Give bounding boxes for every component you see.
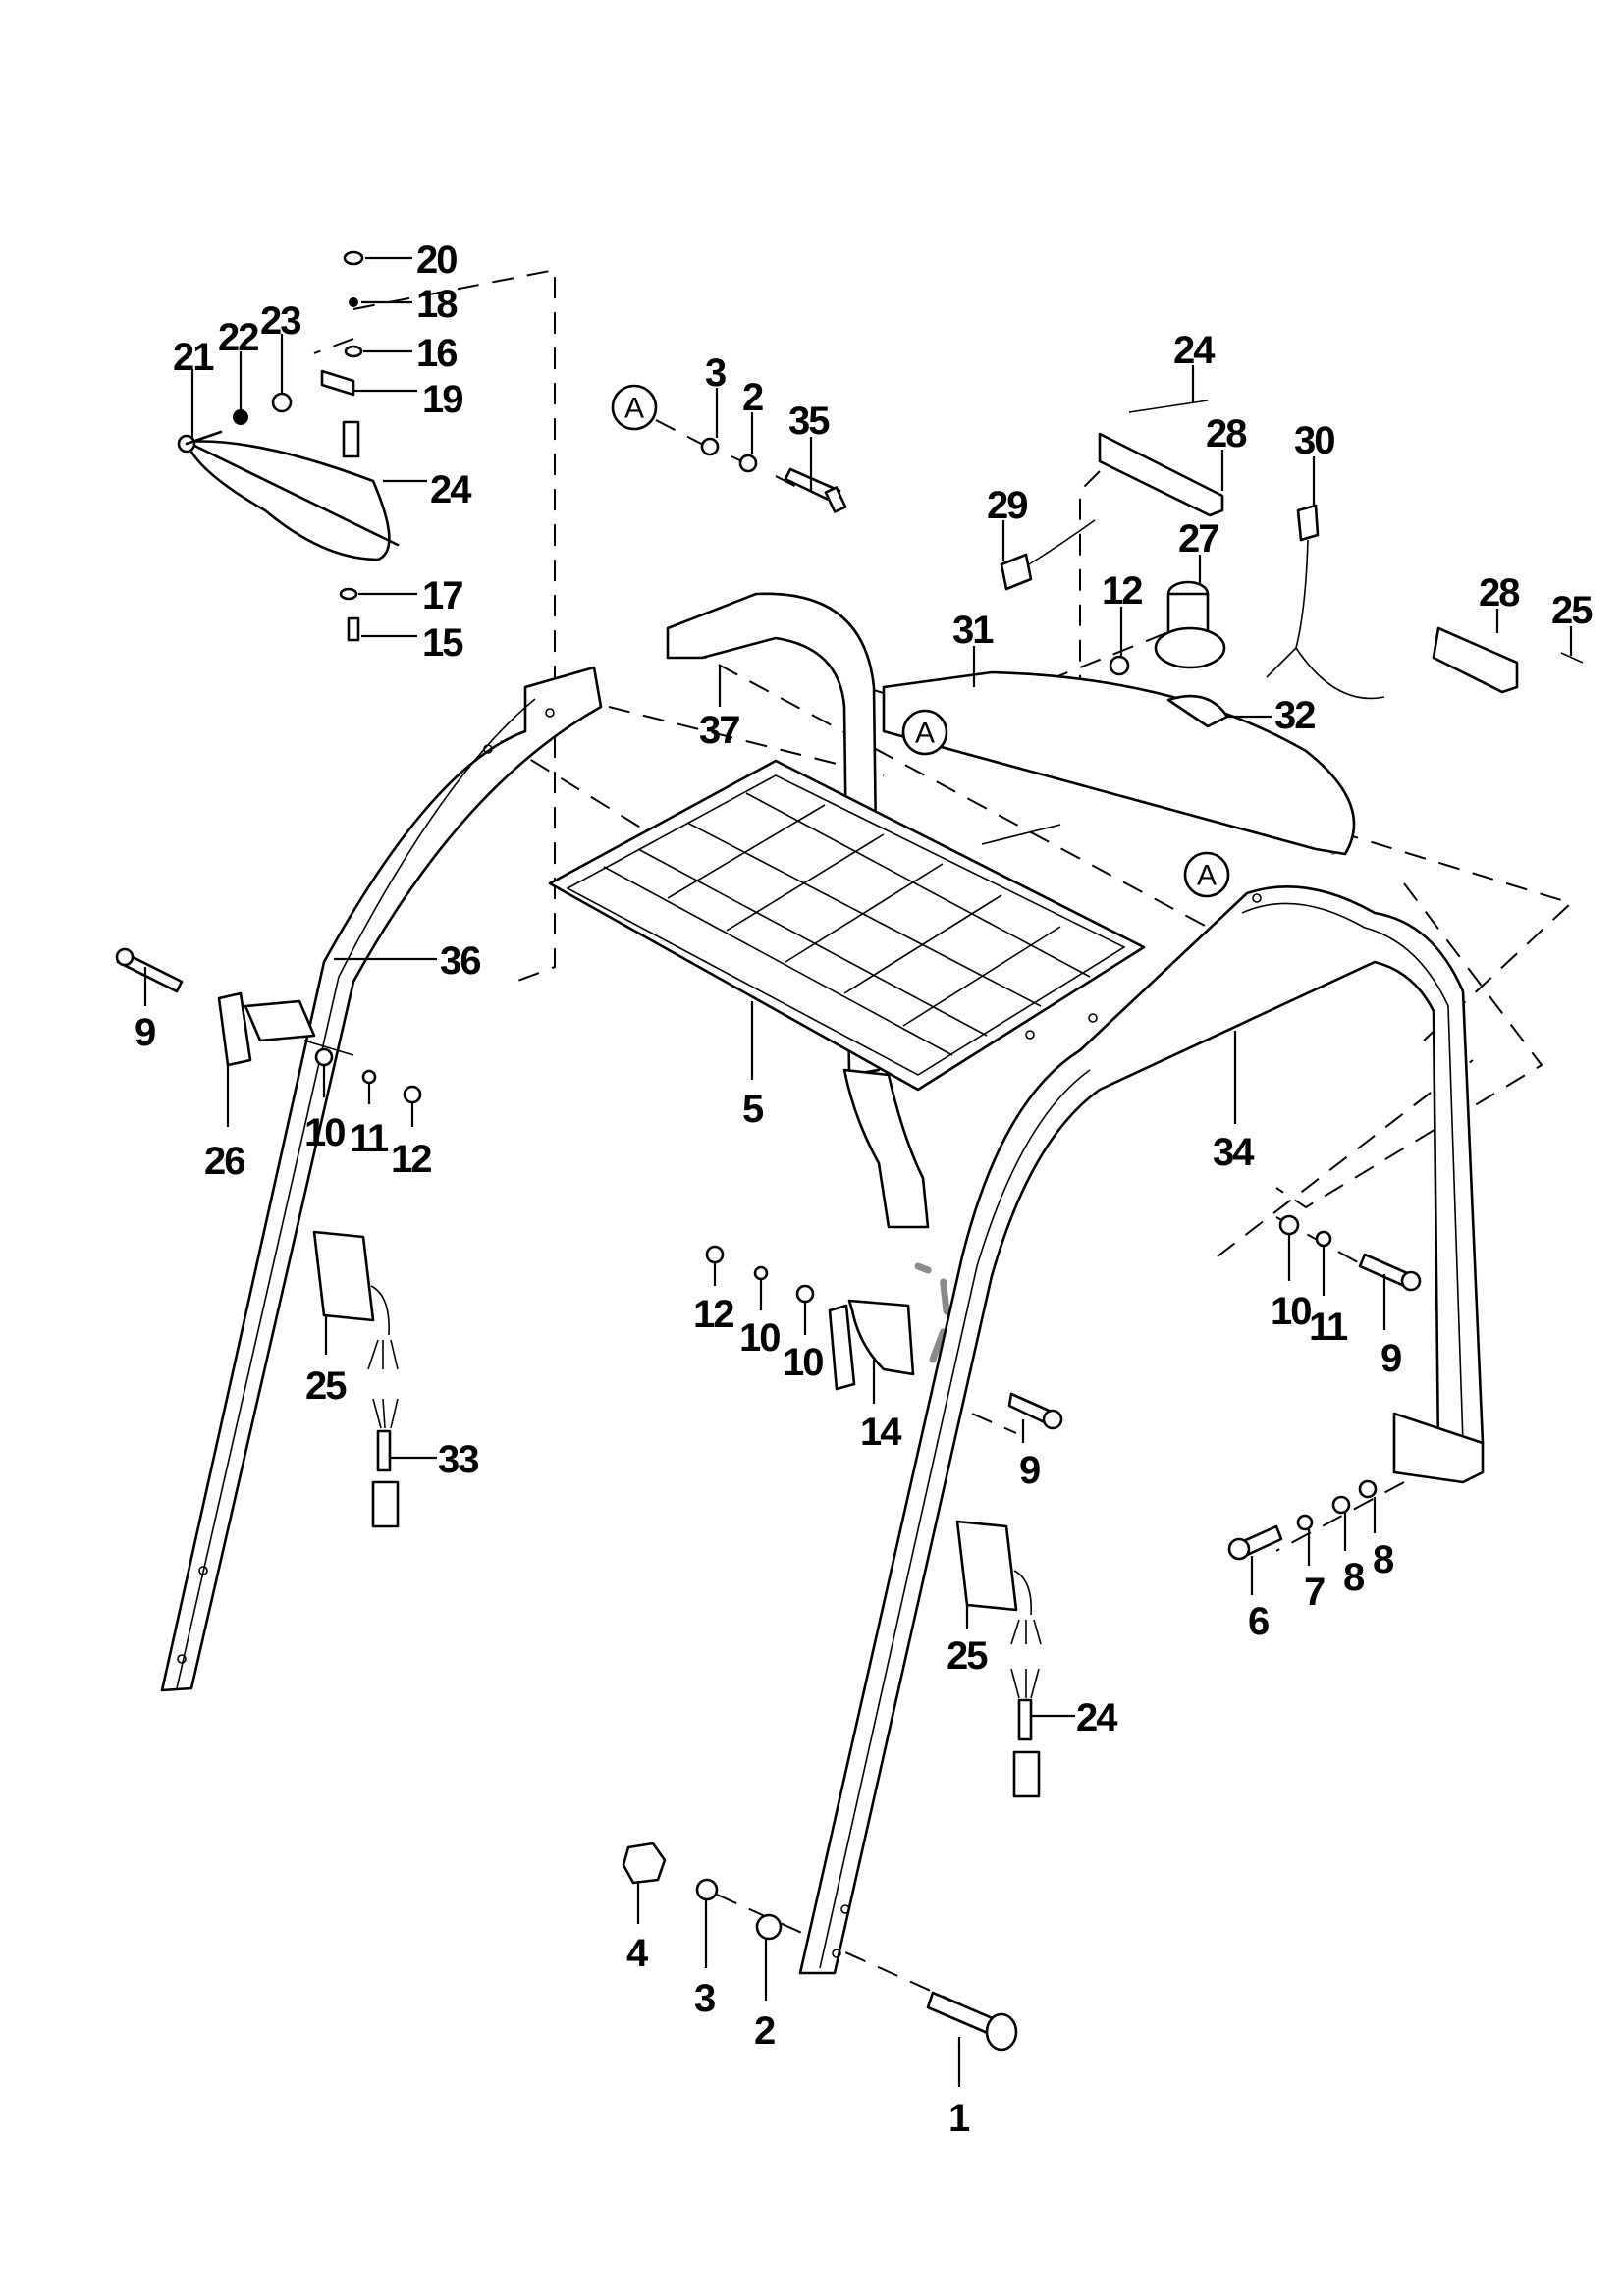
work-lights (312, 1230, 1042, 1798)
callout-3-bottom: 3 (694, 1977, 715, 2020)
ref-a-label-2: A (915, 718, 935, 750)
callout-37: 37 (699, 709, 739, 752)
callout-12-mid: 12 (693, 1293, 733, 1336)
guard-frame-left (160, 666, 603, 1692)
callout-18: 20 (416, 239, 457, 282)
callout-22: 24 (430, 468, 472, 511)
callout-19: 21 (173, 336, 214, 379)
rear-light-mount-plate (882, 670, 1356, 856)
side-fasteners (115, 947, 1422, 2052)
callout-33: 33 (438, 1438, 478, 1481)
callout-1: 1 (948, 2097, 970, 2140)
reference-marker-a: A A A (611, 384, 1230, 898)
mirror-assembly (177, 250, 400, 642)
callout-31: 31 (952, 609, 994, 652)
callout-10-mid: 10 (783, 1341, 823, 1384)
callout-16: 18 (416, 283, 458, 326)
leader-lines (143, 256, 1573, 2087)
callout-35: 34 (1213, 1131, 1255, 1174)
callout-2-bottom: 2 (754, 2009, 775, 2053)
callout-8a: 8 (1343, 1556, 1365, 1599)
callout-8b: 8 (1373, 1538, 1394, 1581)
callout-3-top: 3 (705, 351, 726, 395)
light-brackets (217, 991, 915, 1391)
assembly-lines (313, 268, 1573, 2028)
callout-32: 32 (1274, 694, 1315, 737)
callout-25-right: 25 (947, 1634, 988, 1678)
ref-a-label-3: A (1197, 860, 1217, 892)
callout-11-left: 11 (350, 1117, 389, 1160)
callout-10-right: 10 (1271, 1290, 1311, 1333)
callout-10-left: 10 (304, 1111, 345, 1154)
callout-7: 7 (1304, 1571, 1325, 1614)
callout-11-mid: 10 (739, 1316, 780, 1360)
callout-12-top: 12 (1102, 569, 1142, 613)
rear-lights (1000, 400, 1584, 700)
callout-11-right: 11 (1309, 1306, 1348, 1349)
callout-4: 4 (626, 1932, 649, 1975)
guard-frame-right (798, 885, 1485, 1975)
callout-14: 15 (422, 621, 463, 665)
callout-27: 27 (1178, 517, 1218, 561)
callout-23: 24 (1076, 1696, 1118, 1739)
callout-17: 19 (422, 378, 462, 421)
canopy-bolt-set (700, 437, 847, 513)
roof-grid (548, 759, 1146, 1092)
callout-28b: 28 (1479, 571, 1520, 614)
callout-9-right: 9 (1380, 1337, 1401, 1380)
callout-30: 30 (1294, 419, 1334, 462)
callout-36: 36 (440, 939, 480, 983)
callout-15a: 16 (416, 332, 457, 375)
callout-29: 29 (987, 484, 1027, 527)
callout-5: 5 (742, 1088, 764, 1131)
callout-34: 35 (788, 400, 830, 443)
beacon-assembly (1109, 580, 1229, 728)
ref-a-label-1: A (624, 393, 644, 425)
callout-24a: 24 (1173, 329, 1216, 372)
callout-24b: 25 (1551, 589, 1593, 632)
callout-9-mid: 9 (1019, 1449, 1040, 1492)
callout-28a: 28 (1206, 412, 1247, 455)
callout-15b: 17 (422, 574, 462, 617)
callout-26: 26 (204, 1140, 244, 1183)
callout-labels: 20 18 16 19 23 22 21 24 17 15 3 2 35 24 … (135, 239, 1595, 2140)
callout-6: 6 (1248, 1600, 1269, 1643)
callout-21: 23 (260, 299, 300, 343)
callout-20: 22 (218, 316, 258, 359)
callout-25-left: 25 (305, 1364, 347, 1408)
callout-9-left: 9 (135, 1011, 155, 1054)
callout-12-left: 12 (391, 1138, 431, 1181)
callout-13: 14 (860, 1411, 902, 1454)
callout-2-top: 2 (742, 376, 763, 419)
